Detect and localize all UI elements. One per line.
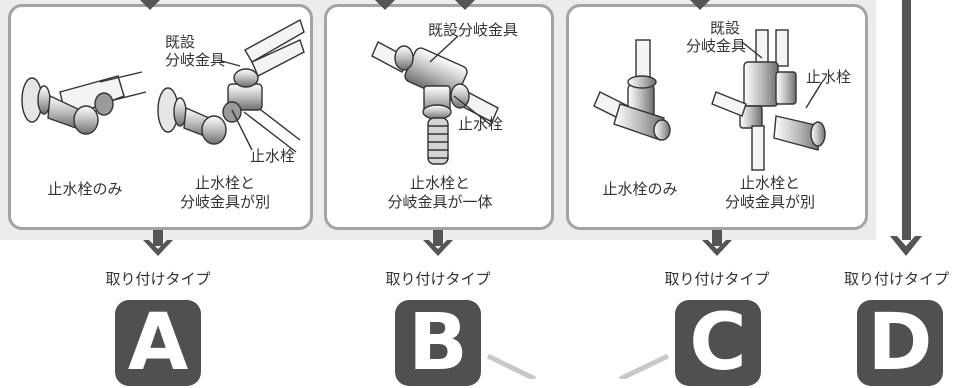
pointer-lines: [486, 353, 670, 379]
panel-c-caption-right-line1: 止水栓と: [739, 174, 800, 192]
panel-a-caption-right-line1: 止水栓と: [194, 174, 255, 192]
vertical-stopcock-only-illustration: [593, 39, 671, 141]
type-a-badge: A: [115, 300, 201, 386]
panel-a-caption-left: 止水栓のみ: [47, 180, 123, 198]
down-arrow-b: [423, 230, 453, 256]
panel-c-caption-right-line2: 分岐金具が別: [724, 193, 815, 211]
down-arrow-c: [702, 230, 732, 256]
down-arrow-a: [143, 230, 173, 256]
illustrations-layer: [21, 0, 922, 379]
panel-a-callout-existing-line2: 分岐金具: [165, 51, 226, 69]
integrated-branch-illustration: [371, 35, 499, 165]
arrow-stub-2: [375, 0, 395, 10]
arrow-stub-1: [140, 0, 160, 10]
type-b-label: 取り付けタイプ: [385, 270, 491, 288]
panel-b-caption-line2: 分岐金具が一体: [387, 193, 493, 211]
panel-c-caption-left: 止水栓のみ: [602, 180, 678, 198]
type-a-label: 取り付けタイプ: [105, 270, 211, 288]
arrow-stub-3: [455, 0, 475, 10]
type-b-badge: B: [395, 300, 481, 386]
arrow-to-d: [890, 0, 922, 256]
stopcock-only-illustration: [21, 71, 147, 135]
panel-c-callout-existing-line2: 分岐金具: [686, 37, 747, 55]
panel-b-caption-line1: 止水栓と: [409, 174, 470, 192]
panel-b-callout-stopcock: 止水栓: [458, 115, 504, 133]
type-c-badge: C: [675, 300, 761, 386]
stopcock-with-branch-illustration: [157, 18, 305, 153]
arrow-stub-4: [690, 0, 710, 10]
type-d-badge: D: [857, 300, 943, 386]
braided-hose: [427, 117, 449, 165]
type-c-label: 取り付けタイプ: [664, 270, 770, 288]
type-d-label: 取り付けタイプ: [843, 270, 949, 288]
panel-a-caption-right-line2: 分岐金具が別: [179, 193, 270, 211]
top-arrow-stubs: [140, 0, 710, 10]
vertical-stopcock-with-branch-illustration: [711, 29, 826, 171]
panel-a-callout-stopcock: 止水栓: [250, 147, 296, 165]
panel-a-callout-existing-line1: 既設: [165, 33, 196, 51]
panel-b-callout-existing: 既設分岐金具: [428, 21, 519, 39]
panel-c-callout-stopcock: 止水栓: [806, 68, 852, 86]
panel-c-callout-existing-line1: 既設: [710, 19, 741, 37]
